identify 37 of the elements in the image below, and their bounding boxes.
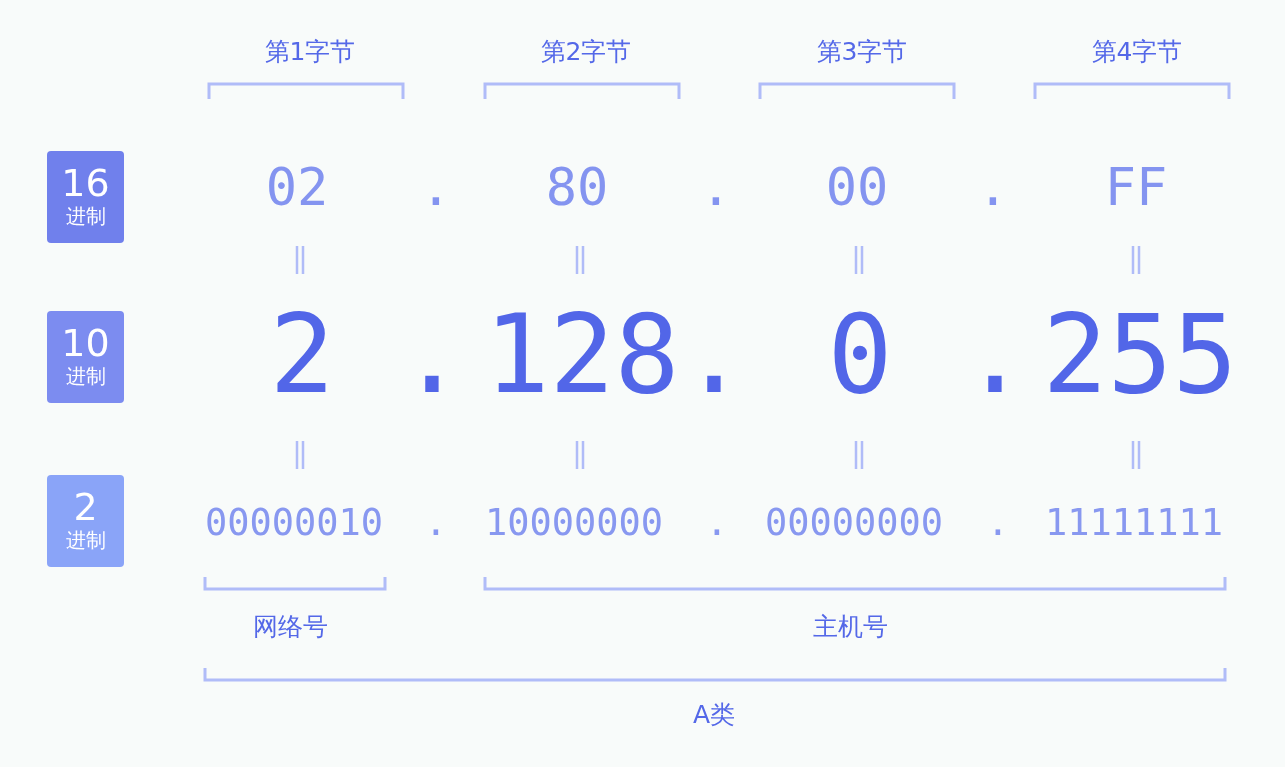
decimal-value: 0 — [827, 301, 893, 409]
hex-value: FF — [1104, 161, 1168, 213]
base-number: 2 — [72, 488, 99, 526]
byte-heading: 第4字节 — [1091, 38, 1183, 64]
dot-separator: . — [705, 503, 729, 541]
hex-value: 00 — [825, 161, 889, 213]
binary-value: 00000000 — [764, 503, 944, 541]
byte-heading: 第3字节 — [816, 38, 908, 64]
dot-separator: . — [962, 301, 1028, 409]
base-unit: 进制 — [64, 530, 107, 550]
dot-separator: . — [986, 503, 1010, 541]
binary-value: 00000010 — [204, 503, 384, 541]
base-badge — [47, 475, 124, 567]
bracket-label: A类 — [692, 701, 736, 727]
dot-separator: . — [420, 161, 452, 213]
base-number: 16 — [60, 164, 111, 202]
byte-heading: 第2字节 — [540, 38, 632, 64]
dot-separator: . — [399, 301, 465, 409]
byte-heading: 第1字节 — [264, 38, 356, 64]
decimal-value: 2 — [269, 301, 335, 409]
hex-value: 80 — [545, 161, 609, 213]
base-badge — [47, 311, 124, 403]
bracket-label: 网络号 — [252, 613, 328, 639]
decimal-value: 128 — [484, 301, 680, 409]
base-unit: 进制 — [64, 366, 107, 386]
dot-separator: . — [700, 161, 732, 213]
dot-separator: . — [977, 161, 1009, 213]
binary-value: 10000000 — [484, 503, 664, 541]
hex-value: 02 — [265, 161, 329, 213]
base-badge — [47, 151, 124, 243]
base-unit: 进制 — [64, 206, 107, 226]
dot-separator: . — [424, 503, 448, 541]
decimal-value: 255 — [1042, 301, 1238, 409]
bracket-label: 主机号 — [812, 613, 888, 639]
dot-separator: . — [681, 301, 747, 409]
binary-value: 11111111 — [1044, 503, 1224, 541]
base-number: 10 — [60, 324, 111, 362]
